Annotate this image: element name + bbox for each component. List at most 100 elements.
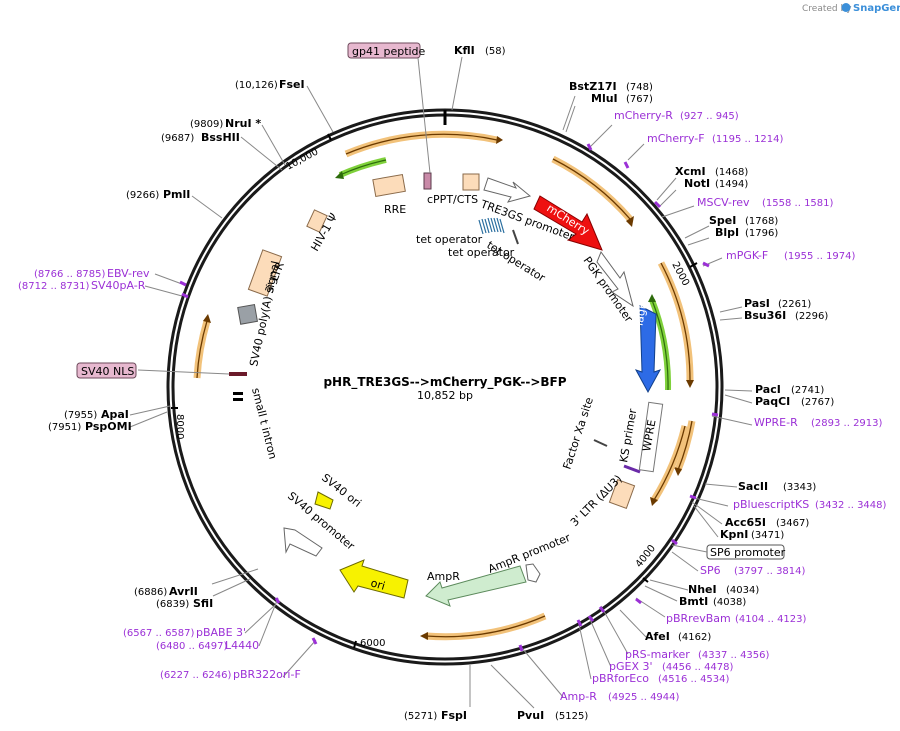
primer-pbabe-3[interactable]: pBABE 3' (196, 626, 246, 639)
site-avrii[interactable]: AvrII (169, 585, 198, 598)
site-kpni[interactable]: KpnI (720, 528, 748, 541)
site-paci-pos: (2741) (791, 385, 824, 396)
primer-ebv-rev[interactable]: EBV-rev (107, 267, 150, 280)
primer-pgex-3[interactable]: pGEX 3' (609, 660, 653, 673)
primer-mscv-rev[interactable]: MSCV-rev (697, 196, 750, 209)
sv40-polya-box[interactable] (237, 303, 259, 325)
site-spei[interactable]: SpeI (709, 214, 736, 227)
site-avrii-pos: (6886) (134, 587, 167, 598)
site-bsshii[interactable]: BssHII (201, 131, 240, 144)
tick-label-4000: 4000 (634, 543, 658, 570)
site-acc65i-pos: (3467) (776, 518, 809, 529)
site-paci[interactable]: PacI (755, 383, 781, 396)
label-tet-operator-1: tet operator (416, 233, 483, 246)
primer-mcherry-r[interactable]: mCherry-R (614, 109, 673, 122)
primer-pgex-3-pos: (4456 .. 4478) (662, 662, 734, 673)
tick-10000 (327, 133, 332, 141)
site-pspomi[interactable]: PspOMI (85, 420, 132, 433)
site-nhei[interactable]: NheI (688, 583, 717, 596)
tet-operator-array[interactable] (478, 217, 641, 474)
site-fsei[interactable]: FseI (279, 78, 305, 91)
site-pvui[interactable]: PvuI (517, 709, 544, 722)
hiv-psi-box[interactable] (306, 209, 328, 233)
pgk-promoter-arrow[interactable] (596, 250, 634, 308)
label-sp6-promoter: SP6 promoter (710, 546, 786, 559)
label-wpre: WPRE (640, 419, 658, 453)
primer-sv40pa-r[interactable]: SV40pA-R (91, 279, 146, 292)
label-gp41-peptide: gp41 peptide (352, 45, 426, 58)
sv40-ori-box[interactable] (314, 491, 334, 510)
site-apai[interactable]: ApaI (101, 408, 129, 421)
site-bstz17i[interactable]: BstZ17I (569, 80, 617, 93)
ori-arrow[interactable] (339, 559, 409, 599)
primer-sp6-pos: (3797 .. 3814) (734, 566, 806, 577)
rre-box[interactable] (372, 173, 406, 198)
site-pasi[interactable]: PasI (744, 297, 770, 310)
cppt-box[interactable] (423, 172, 432, 190)
primer-pbrrevbam[interactable]: pBRrevBam (666, 612, 731, 625)
site-paqci[interactable]: PaqCI (755, 395, 790, 408)
primer-prs-marker[interactable]: pRS-marker (625, 648, 690, 661)
primer-marks (179, 143, 719, 652)
ampr-promoter-arrow[interactable] (525, 563, 541, 583)
orange-box-top[interactable] (462, 173, 480, 191)
primer-sp6[interactable]: SP6 (700, 564, 721, 577)
site-sacii[interactable]: SacII (738, 480, 768, 493)
primer-wpre-r[interactable]: WPRE-R (754, 416, 798, 429)
primer-pbluescriptks[interactable]: pBluescriptKS (733, 498, 809, 511)
primer-prs-marker-pos: (4337 .. 4356) (698, 650, 770, 661)
created-by-label: Created by (802, 4, 852, 14)
primer-pbrforeco[interactable]: pBRforEco (592, 672, 649, 685)
site-fspi-pos: (5271) (404, 711, 437, 722)
small-t-intron-mark-b[interactable] (233, 398, 243, 401)
site-mlui[interactable]: MluI (591, 92, 618, 105)
site-xcmi[interactable]: XcmI (675, 165, 706, 178)
site-blpi[interactable]: BlpI (715, 226, 739, 239)
site-noti[interactable]: NotI (684, 177, 710, 190)
brand-name: SnapGene (853, 3, 900, 14)
site-blpi-pos: (1796) (745, 228, 778, 239)
mcherry-arrow[interactable] (533, 195, 603, 251)
small-t-intron-mark-a[interactable] (233, 392, 243, 395)
primer-mcherry-f[interactable]: mCherry-F (647, 132, 705, 145)
primer-l4440[interactable]: L4440 (225, 639, 259, 652)
site-afei[interactable]: AfeI (645, 630, 670, 643)
label-ks-primer: KS primer (617, 407, 639, 463)
site-bmti[interactable]: BmtI (679, 595, 708, 608)
site-bstz17i-pos: (748) (626, 82, 653, 93)
site-sfii[interactable]: SfiI (193, 597, 213, 610)
gp41-peptide-box[interactable] (347, 42, 421, 59)
tre3gs-promoter-arrow[interactable] (483, 177, 532, 203)
site-kfli[interactable]: KflI (454, 44, 475, 57)
site-pmli[interactable]: PmlI (163, 188, 190, 201)
primer-mpgk-f[interactable]: mPGK-F (726, 249, 768, 262)
primer-amp-r[interactable]: Amp-R (560, 690, 597, 703)
primer-mcherry-r-pos: (927 .. 945) (680, 111, 739, 122)
site-pvui-pos: (5125) (555, 711, 588, 722)
site-bsu36i[interactable]: Bsu36I (744, 309, 786, 322)
primer-wpre-r-pos: (2893 .. 2913) (811, 418, 883, 429)
plasmid-title: pHR_TRE3GS-->mCherry_PGK-->BFP (323, 375, 566, 390)
primer-pbrrevbam-pos: (4104 .. 4123) (735, 614, 807, 625)
tagbfp-arrow[interactable] (634, 305, 662, 394)
site-afei-pos: (4162) (678, 632, 711, 643)
sv40-nls-box[interactable] (76, 362, 137, 379)
ampr-arrow[interactable] (425, 565, 527, 607)
ltr-5-box[interactable] (247, 249, 283, 297)
site-acc65i[interactable]: Acc65I (725, 516, 766, 529)
site-fspi[interactable]: FspI (441, 709, 467, 722)
sv40-nls-mark[interactable] (229, 372, 247, 376)
wpre-box[interactable] (638, 401, 664, 473)
ltr-3-box[interactable] (608, 479, 636, 509)
label-cppt: cPPT/CTS (427, 193, 478, 206)
sv40-promoter-arrow[interactable] (283, 527, 323, 557)
primer-pbr322ori-f[interactable]: pBR322ori-F (233, 668, 301, 681)
label-tet-operator-2: tet operator (448, 246, 515, 259)
green-arc-top (338, 157, 387, 178)
site-nrui-pos: (9809) (190, 119, 223, 130)
site-mlui-pos: (767) (626, 94, 653, 105)
plasmid-length: 10,852 bp (417, 389, 473, 402)
label-small-t-intron: small t intron (249, 387, 279, 461)
site-nrui[interactable]: NruI * (225, 117, 261, 130)
tick-label-8000: 8000 (174, 414, 185, 439)
